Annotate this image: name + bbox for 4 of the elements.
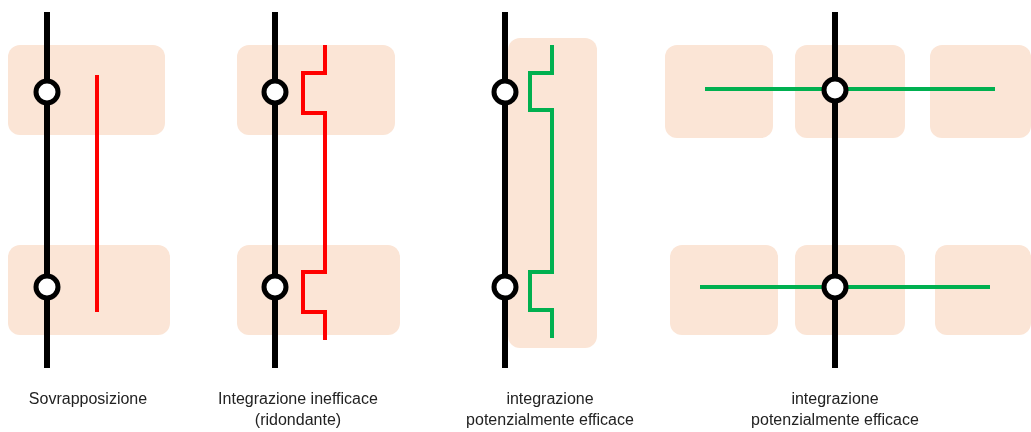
caption: integrazione potenzialmente efficace [750, 389, 920, 430]
caption: Integrazione inefficace (ridondante) [217, 389, 379, 430]
caption: integrazione potenzialmente efficace [465, 389, 635, 430]
caption: Sovrapposizione [27, 389, 149, 409]
